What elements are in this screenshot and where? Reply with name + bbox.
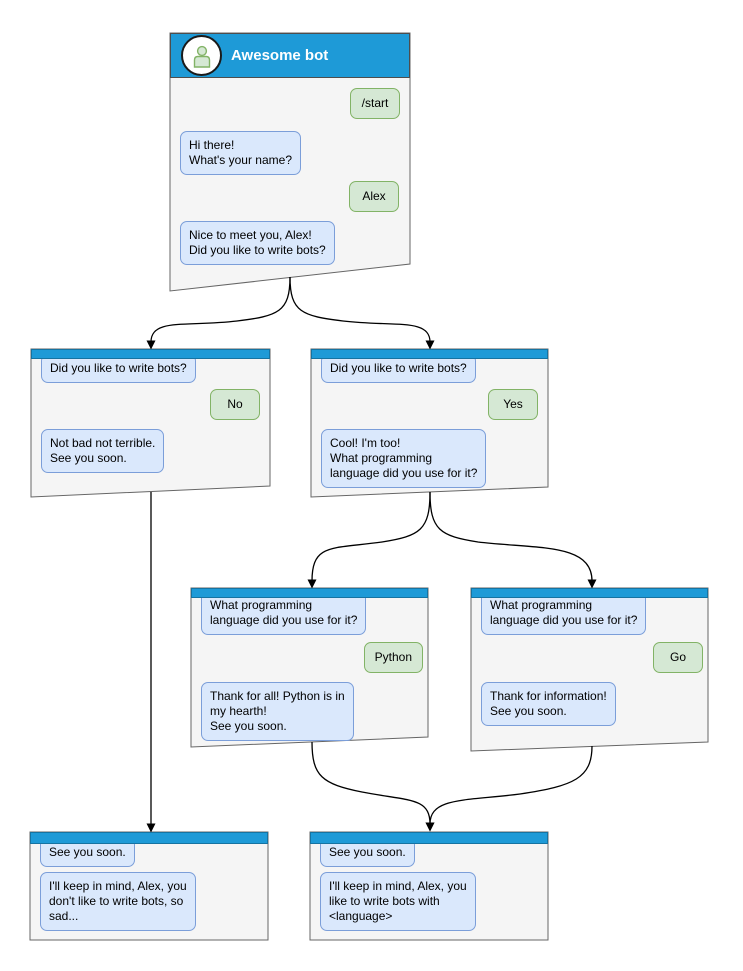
chat-header-go	[471, 588, 708, 598]
arrow-python-to-end-yes	[311, 741, 435, 832]
user-message-bubble: /start	[350, 88, 400, 119]
bot-message-bubble: Not bad not terrible. See you soon.	[41, 429, 165, 473]
arrow-root-to-yes	[289, 276, 435, 350]
bot-message-bubble: I'll keep in mind, Alex, you don't like …	[40, 872, 196, 931]
chat-header-yes	[311, 349, 548, 359]
arrow-yes-to-go	[429, 491, 597, 589]
person-icon	[193, 45, 210, 68]
arrow-root-to-no	[146, 276, 291, 350]
user-message-bubble: Yes	[488, 389, 538, 420]
user-message-bubble: Go	[653, 642, 703, 673]
bot-message-bubble: Hi there! What's your name?	[180, 131, 302, 175]
bot-message-bubble: Cool! I'm too! What programming language…	[321, 429, 487, 488]
bot-message-bubble: Nice to meet you, Alex! Did you like to …	[180, 221, 335, 265]
bot-title: Awesome bot	[231, 47, 329, 64]
arrow-go-to-end-yes	[425, 745, 593, 832]
user-message-bubble: No	[210, 389, 260, 420]
chat-header-root: Awesome bot	[170, 33, 410, 78]
bot-message-bubble: I'll keep in mind, Alex, you like to wri…	[320, 872, 476, 931]
bot-message-bubble: What programming language did you use fo…	[481, 591, 647, 635]
bot-avatar	[181, 35, 222, 76]
bot-message-bubble: Thank for information! See you soon.	[481, 682, 616, 726]
user-message-bubble: Alex	[349, 181, 399, 212]
chat-header-no	[31, 349, 270, 359]
chat-header-end-yes	[310, 832, 548, 844]
arrow-yes-to-python	[307, 491, 431, 589]
user-message-bubble: Python	[363, 642, 423, 673]
bot-message-bubble: Thank for all! Python is in my hearth! S…	[201, 682, 354, 741]
bot-message-bubble: What programming language did you use fo…	[201, 591, 367, 635]
chat-header-python	[191, 588, 428, 598]
chat-header-end-no	[30, 832, 268, 844]
